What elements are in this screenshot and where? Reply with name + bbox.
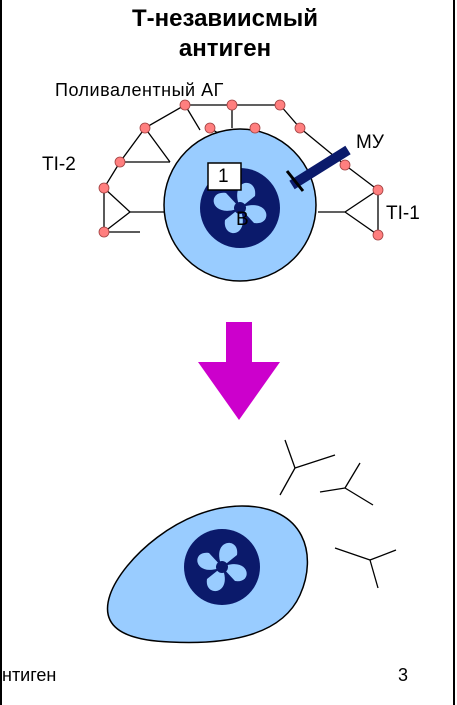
network-line (103, 187, 132, 233)
title-line-1: Т-незавиисмый (131, 5, 319, 32)
network-line (144, 127, 171, 163)
footer-text: нтиген (2, 665, 57, 685)
b-cell-label: B (236, 209, 249, 230)
ti1-label: TI-1 (386, 203, 420, 224)
antigen-node (372, 229, 384, 241)
antibody (279, 439, 336, 496)
antigen-node (98, 182, 110, 194)
antibody (319, 462, 374, 506)
antigen-node (139, 122, 151, 134)
antigen-node (339, 159, 351, 171)
plasma-cell (106, 505, 309, 644)
network-line (344, 164, 379, 191)
ti2-label: TI-2 (42, 154, 76, 175)
right-border (453, 0, 455, 705)
mu-receptor-cap (285, 170, 305, 192)
network-line (103, 161, 130, 233)
antibodies (279, 439, 397, 589)
mu-receptor-bar (289, 145, 351, 190)
antigen-node (114, 156, 126, 168)
receptor-number: 1 (218, 166, 229, 187)
antigen-node (98, 226, 110, 238)
b-cell (163, 128, 317, 282)
slide-title: Т-незавиисмый антиген (60, 4, 390, 64)
antigen-nodes (98, 99, 384, 241)
plasma-nucleus-pattern (197, 542, 247, 592)
network-line (119, 127, 146, 163)
antigen-network (103, 104, 379, 237)
receptor-box (207, 162, 242, 191)
title-line-2: антиген (178, 35, 272, 62)
antigen-node (204, 122, 216, 134)
polyvalent-ag-label: Поливалентный АГ (55, 80, 224, 100)
antigen-node (294, 122, 306, 134)
mu-label: МУ (356, 132, 384, 153)
antigen-node (372, 184, 384, 196)
network-line (318, 188, 379, 237)
antibody (334, 547, 397, 589)
antigen-node (274, 99, 286, 111)
nucleus-pattern (213, 182, 267, 234)
antigen-node (179, 99, 191, 111)
left-border (0, 0, 2, 705)
antigen-node (249, 122, 261, 134)
arrow-down (198, 322, 280, 420)
antigen-node (226, 99, 238, 111)
page-number: 3 (398, 665, 409, 685)
